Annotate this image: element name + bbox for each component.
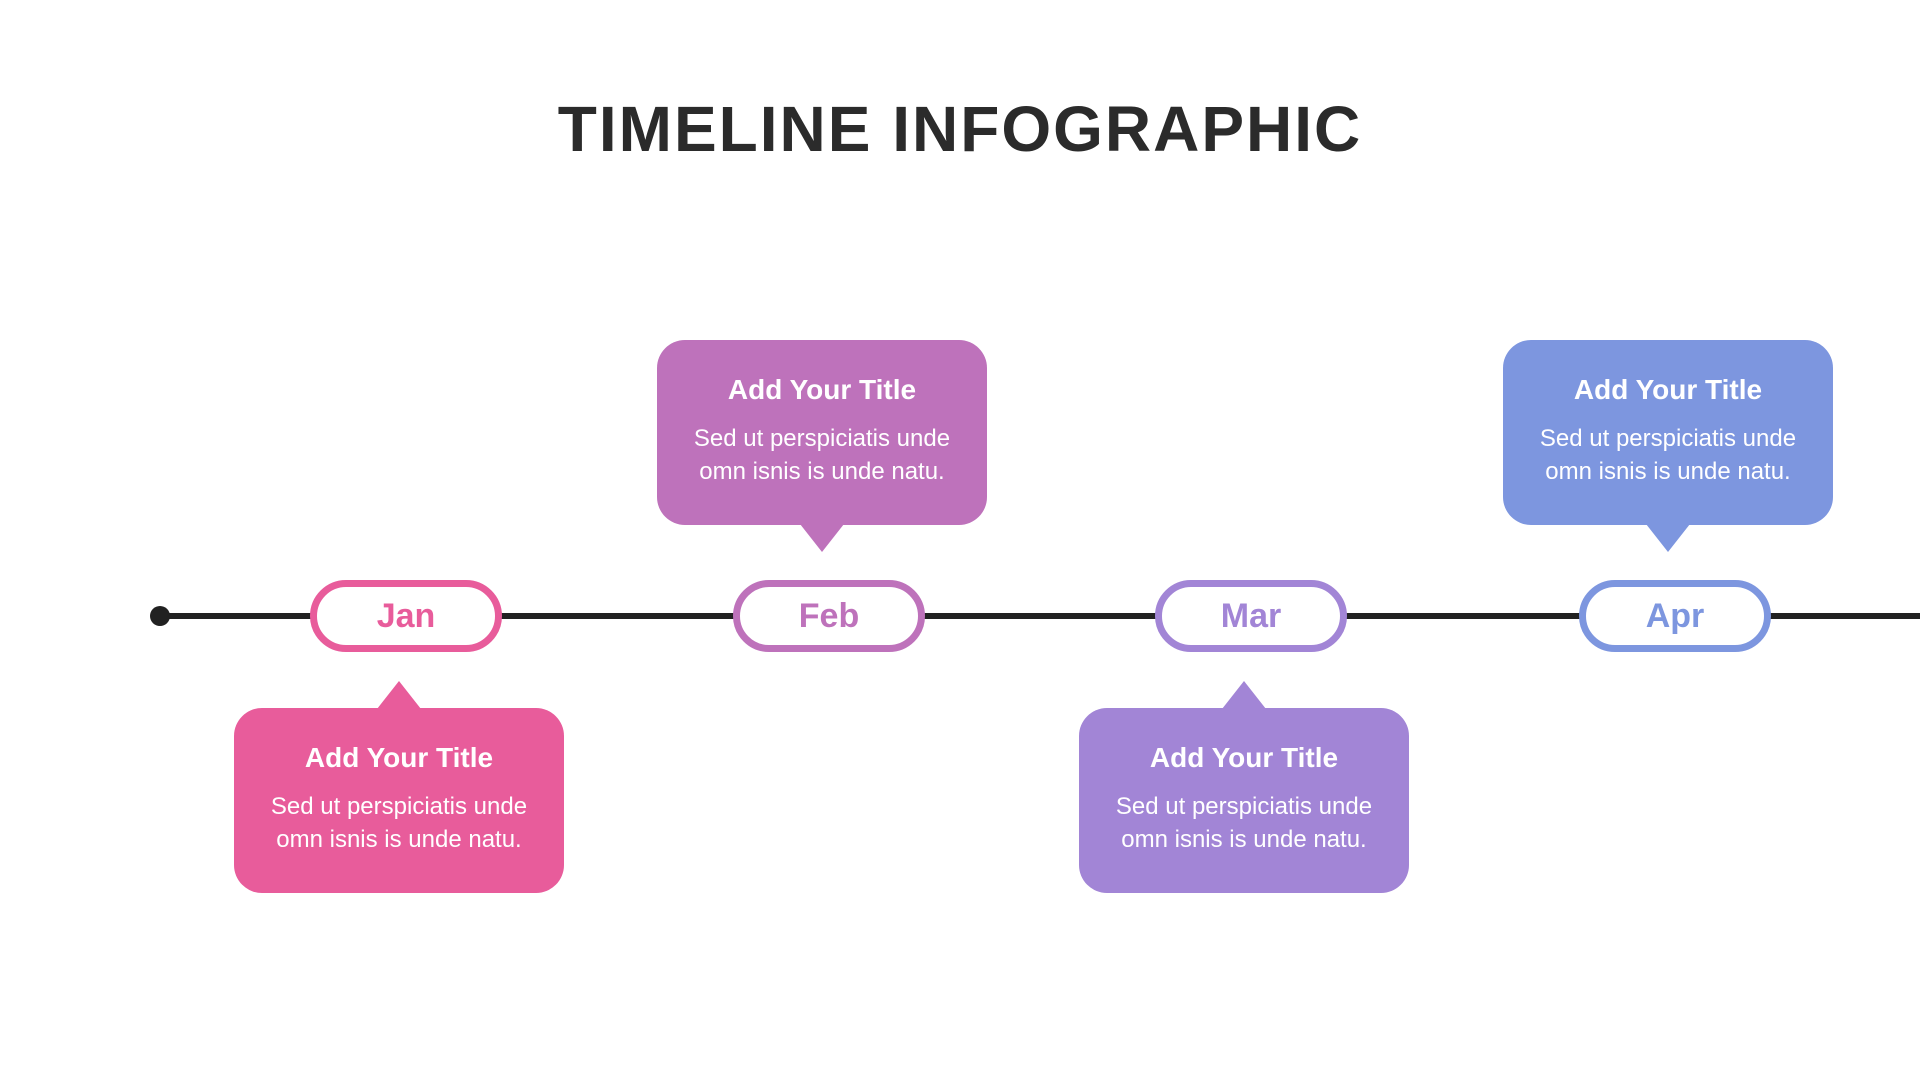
month-pill-jan: Jan [310, 580, 502, 652]
event-card-feb: Add Your Title Sed ut perspiciatis unde … [657, 340, 987, 552]
event-card-jan: Add Your Title Sed ut perspiciatis unde … [234, 681, 564, 893]
month-pill-feb: Feb [733, 580, 925, 652]
timeline-line [158, 613, 1920, 619]
month-pill-mar: Mar [1155, 580, 1347, 652]
card-body-line: Sed ut perspiciatis unde [270, 793, 528, 820]
card-body-line: omn isnis is unde natu. [699, 458, 945, 485]
card-body-line: Sed ut perspiciatis unde [693, 425, 951, 452]
month-label: Jan [376, 596, 436, 635]
card-body-line: omn isnis is unde natu. [1545, 458, 1791, 485]
card-title: Add Your Title [1149, 742, 1339, 773]
card-pointer-up-icon [377, 681, 421, 709]
card-title: Add Your Title [1573, 374, 1763, 405]
card-body-line: omn isnis is unde natu. [276, 826, 522, 853]
card-title: Add Your Title [304, 742, 494, 773]
page-title: TIMELINE INFOGRAPHIC [557, 93, 1363, 165]
event-card-apr: Add Your Title Sed ut perspiciatis unde … [1503, 340, 1833, 552]
month-label: Feb [798, 596, 860, 635]
timeline-start-dot-icon [150, 606, 170, 626]
card-pointer-down-icon [1646, 524, 1690, 552]
card-body-line: Sed ut perspiciatis unde [1115, 793, 1373, 820]
card-pointer-down-icon [800, 524, 844, 552]
card-body-line: Sed ut perspiciatis unde [1539, 425, 1797, 452]
month-pill-apr: Apr [1579, 580, 1771, 652]
month-label: Mar [1220, 596, 1282, 635]
card-pointer-up-icon [1222, 681, 1266, 709]
card-body-line: omn isnis is unde natu. [1121, 826, 1367, 853]
event-card-mar: Add Your Title Sed ut perspiciatis unde … [1079, 681, 1409, 893]
card-title: Add Your Title [727, 374, 917, 405]
month-label: Apr [1645, 596, 1705, 635]
